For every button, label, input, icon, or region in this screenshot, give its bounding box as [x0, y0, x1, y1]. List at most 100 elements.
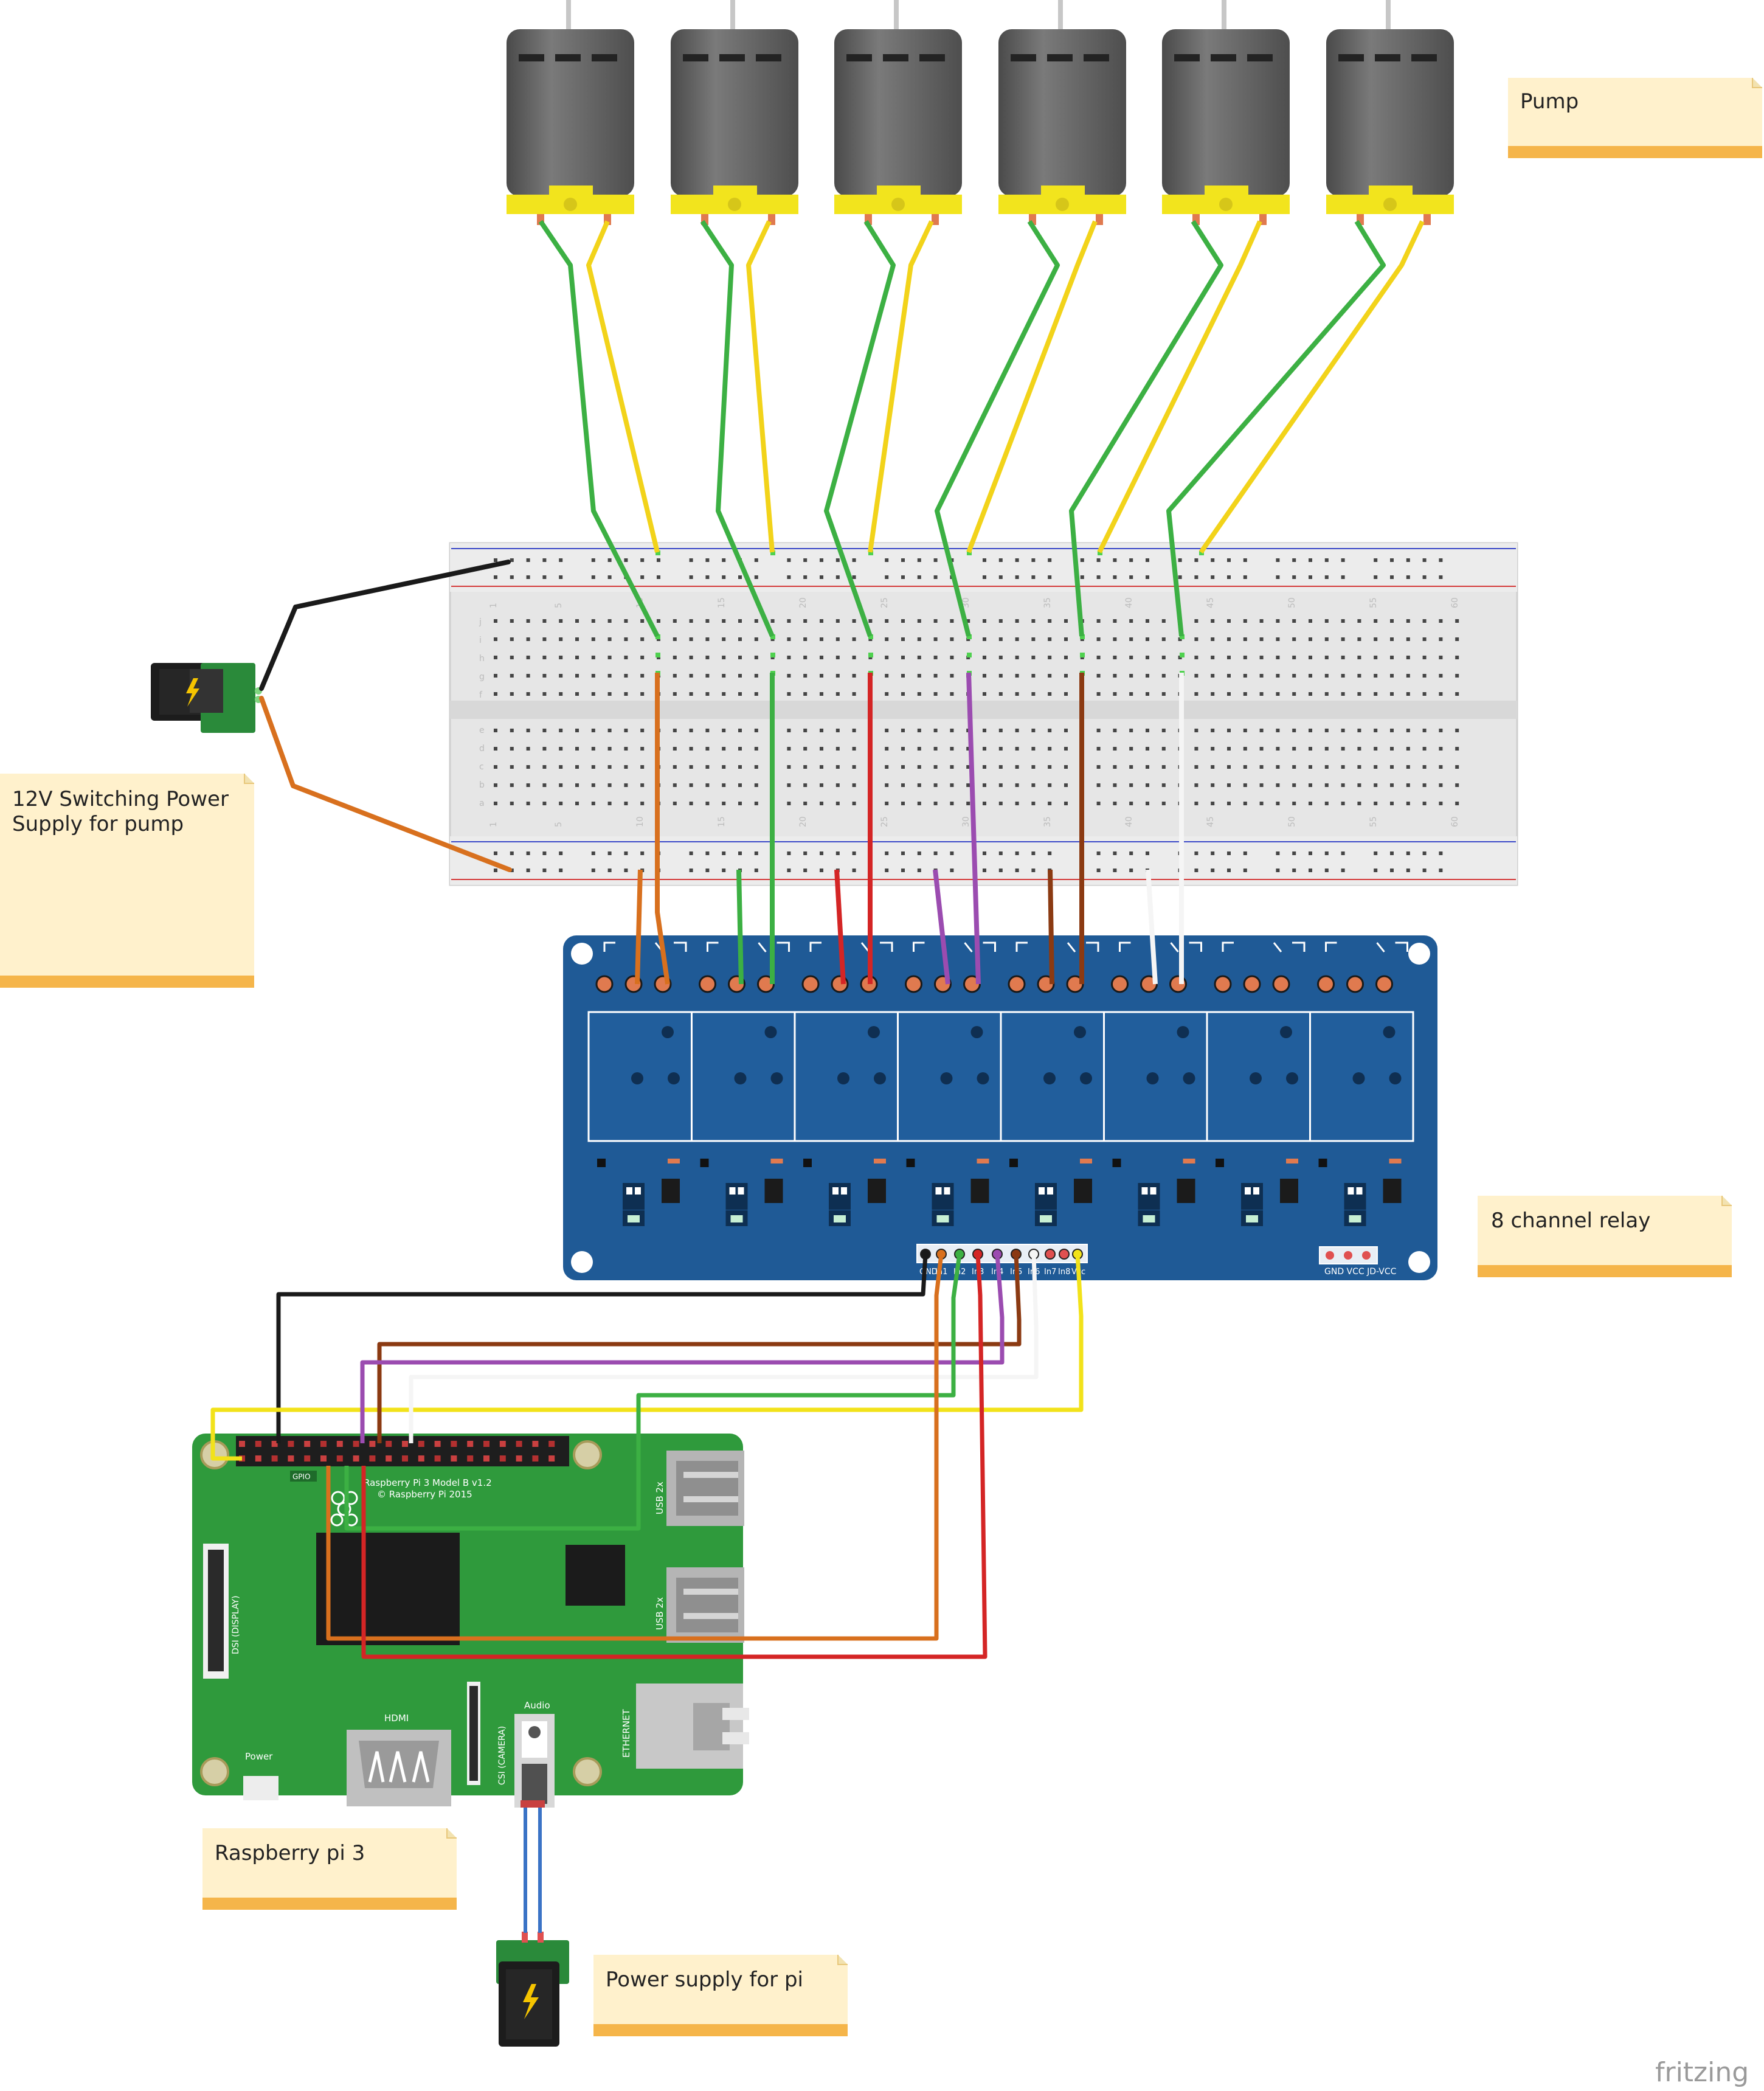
breadboard-hole	[1390, 637, 1394, 641]
optocoupler	[1177, 1179, 1195, 1203]
breadboard-hole	[852, 656, 856, 659]
row-letter-j: j	[479, 617, 482, 627]
screw-terminal	[1008, 975, 1026, 993]
pump-shaft	[1222, 0, 1226, 30]
breadboard-hole	[1096, 802, 1101, 805]
breadboard-hole	[526, 692, 530, 696]
breadboard-hole	[1194, 674, 1198, 678]
breadboard-hole	[1422, 692, 1427, 696]
breadboard-hole	[1390, 619, 1394, 623]
led	[1040, 1215, 1052, 1222]
breadboard-hole	[1259, 619, 1264, 623]
breadboard-hole	[510, 802, 514, 805]
breadboard-hole	[542, 619, 547, 623]
gpio-pin	[369, 1441, 376, 1447]
breadboard-hole	[1422, 575, 1427, 579]
breadboard-hole	[983, 802, 986, 805]
breadboard-hole	[689, 692, 693, 696]
breadboard-hole	[1015, 558, 1019, 562]
breadboard-hole	[1259, 765, 1264, 769]
dsi-label: DSI (DISPLAY)	[231, 1595, 241, 1654]
breadboard-hole	[1211, 802, 1215, 805]
relay-unit-4	[897, 941, 1002, 1226]
breadboard-hole	[624, 619, 628, 623]
breadboard-hole	[1309, 869, 1312, 872]
breadboard-hole	[1276, 729, 1280, 732]
wire-white-relay-no	[1146, 869, 1158, 985]
breadboard-hole	[950, 783, 954, 787]
led	[1349, 1215, 1361, 1222]
breadboard-hole	[1194, 802, 1198, 805]
breadboard-hole	[1064, 692, 1068, 696]
gpio-pin	[516, 1455, 522, 1462]
breadboard-hole	[1439, 869, 1443, 872]
resistor	[874, 1159, 886, 1163]
breadboard-hole	[1292, 619, 1296, 623]
breadboard-hole	[1243, 692, 1247, 696]
breadboard-hole	[1357, 637, 1361, 641]
wire-white-relay-in6	[409, 1254, 1039, 1443]
breadboard-hole	[559, 575, 563, 579]
breadboard-hole	[820, 729, 823, 732]
breadboard-hole	[1309, 637, 1312, 641]
breadboard-hole	[722, 747, 726, 751]
breadboard-hole	[575, 674, 579, 678]
gpio-label: GPIO	[292, 1472, 311, 1481]
breadboard-hole	[722, 802, 726, 805]
gpio-pin	[499, 1455, 506, 1462]
breadboard-hole	[1031, 656, 1036, 659]
wire-yellow-pump-6	[1198, 220, 1425, 554]
breadboard-hole	[901, 765, 905, 769]
smd-component	[1009, 1159, 1018, 1167]
usb-lan-chip	[566, 1545, 625, 1606]
breadboard-hole	[1048, 656, 1052, 659]
breadboard-hole	[705, 729, 710, 732]
breadboard-hole	[559, 729, 563, 732]
breadboard-hole	[510, 851, 514, 855]
gpio-pin	[255, 1455, 261, 1462]
breadboard-hole	[852, 674, 856, 678]
breadboard-hole	[559, 558, 563, 562]
breadboard-hole	[1227, 656, 1231, 659]
wire-green-pump-4	[935, 220, 1060, 637]
row-letter-g: g	[479, 672, 485, 682]
breadboard-hole	[689, 558, 693, 562]
terminal-symbol	[758, 942, 767, 952]
breadboard-hole	[1422, 802, 1427, 805]
breadboard-hole	[950, 619, 954, 623]
note-pump-text: Pump	[1520, 89, 1579, 114]
breadboard-hole	[1129, 729, 1133, 732]
relay-unit-2	[691, 941, 796, 1226]
breadboard-column-number: 25	[880, 597, 890, 608]
breadboard-hole	[607, 765, 612, 769]
pump-cap-tab	[1041, 186, 1085, 198]
breadboard-hole	[673, 765, 677, 769]
breadboard-hole	[494, 656, 497, 659]
breadboard-hole	[1113, 851, 1117, 855]
breadboard-hole	[754, 558, 758, 562]
breadboard-hole	[770, 619, 775, 623]
soc-chip	[316, 1533, 460, 1645]
breadboard-hole	[591, 692, 595, 696]
breadboard-hole	[705, 575, 710, 579]
breadboard-hole	[852, 851, 856, 855]
breadboard-hole	[835, 802, 840, 805]
breadboard-hole	[510, 674, 514, 678]
breadboard-hole	[1455, 619, 1459, 623]
breadboard-hole	[917, 729, 921, 732]
breadboard-column-number: 60	[1450, 816, 1460, 827]
pump-shaft	[1386, 0, 1391, 30]
breadboard-hole	[1064, 656, 1068, 659]
breadboard-hole	[1129, 783, 1133, 787]
breadboard-hole	[705, 637, 710, 641]
breadboard-hole	[1146, 575, 1149, 579]
breadboard-hole	[689, 619, 693, 623]
breadboard-hole	[1146, 851, 1149, 855]
breadboard-hole	[526, 674, 530, 678]
optocoupler	[868, 1179, 886, 1203]
breadboard-hole	[1031, 851, 1036, 855]
breadboard-hole	[1374, 851, 1378, 855]
breadboard-hole	[1439, 656, 1443, 659]
breadboard-hole	[526, 851, 530, 855]
breadboard-hole	[738, 575, 742, 579]
